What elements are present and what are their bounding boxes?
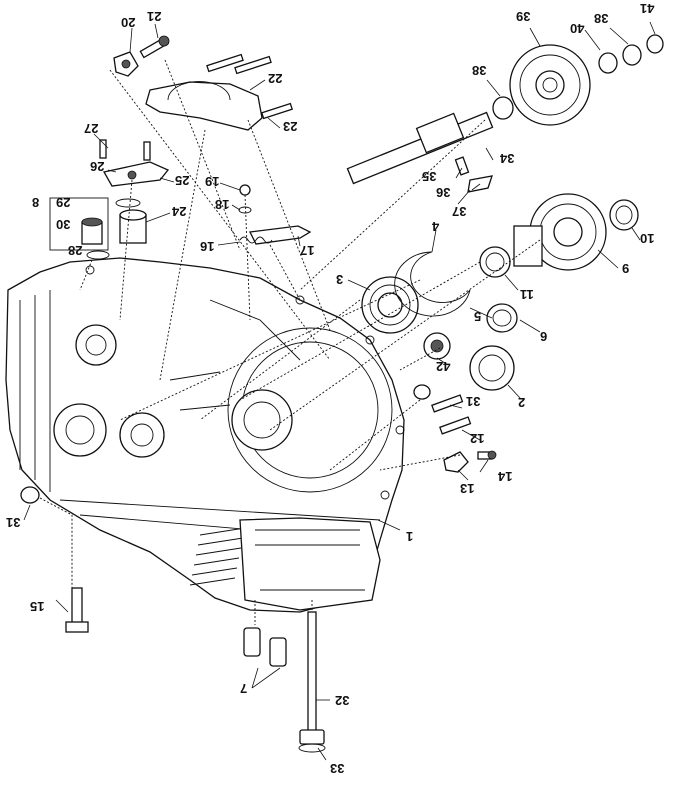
callout-7: 7 [240,681,248,696]
callout-40: 40 [570,21,585,36]
callout-35: 35 [422,169,437,184]
gear-shaft [346,34,664,193]
callout-28: 28 [68,243,83,258]
assembly-guide-lines [39,59,541,625]
callout-8: 8 [32,195,40,210]
callout-27: 27 [84,121,99,136]
callout-11: 11 [520,287,534,302]
callout-38-right: 38 [594,11,609,26]
callout-5: 5 [474,309,482,324]
bottom-hardware [65,587,326,753]
bearings [361,251,518,391]
callout-24: 24 [172,204,187,219]
callout-26: 26 [90,159,105,174]
callout-17: 17 [300,243,315,258]
part-20 [113,51,139,77]
callout-31-left: 31 [6,515,21,530]
callout-37: 37 [452,204,467,219]
callout-12: 12 [470,431,485,446]
small-hardware [20,384,497,504]
callout-1-right: 1 [406,529,414,544]
callout-21: 21 [147,9,162,24]
callout-2: 2 [518,395,526,410]
callout-41: 41 [640,1,655,16]
bolt-21 [139,35,170,59]
callout-33: 33 [330,761,345,776]
callout-19: 19 [205,174,220,189]
callout-leaders [23,21,656,761]
callout-38-left: 38 [472,63,487,78]
callout-39: 39 [516,9,531,24]
callout-22: 22 [268,71,283,86]
callout-20: 20 [121,15,136,30]
callout-10: 10 [640,231,655,246]
callout-29: 29 [56,195,71,210]
callout-32: 32 [335,693,350,708]
crankcase-half [5,257,405,613]
callout-4: 4 [432,219,440,234]
callout-23: 23 [283,119,298,134]
callout-31-right: 31 [466,394,481,409]
cover-plate [145,53,294,131]
callout-34: 34 [500,151,515,166]
callout-14: 14 [498,469,513,484]
gear-cluster [479,193,639,278]
callout-3: 3 [336,272,344,287]
spring-lever-group [238,184,312,245]
callout-15: 15 [30,599,45,614]
oil-filter-cap-group [49,139,170,260]
callout-30: 30 [56,217,71,232]
callout-6: 6 [540,329,548,344]
callout-16: 16 [200,239,215,254]
callout-42: 42 [436,359,451,374]
callout-36: 36 [436,185,451,200]
callout-25: 25 [175,173,190,188]
callout-9: 9 [622,261,630,276]
callout-13: 13 [460,481,475,496]
callout-18: 18 [215,197,230,212]
